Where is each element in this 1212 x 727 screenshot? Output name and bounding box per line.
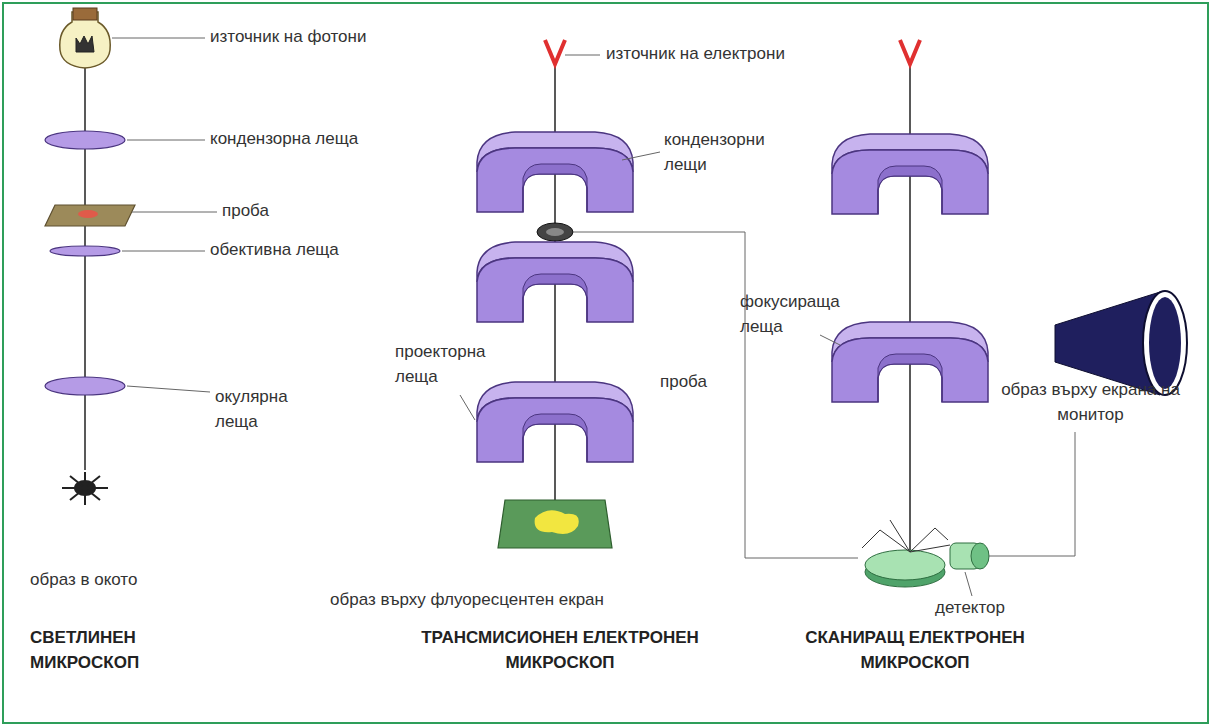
microscope-title: СКАНИРАЩ ЕЛЕКТРОНЕН МИКРОСКОП <box>760 626 1070 675</box>
microscope-title: СВЕТЛИНЕН МИКРОСКОП <box>30 626 180 675</box>
part-label: кондензорни лещи <box>664 128 774 177</box>
part-label: обективна леща <box>210 238 410 263</box>
part-label: проба <box>222 199 302 224</box>
part-label: окулярна леща <box>215 385 315 434</box>
part-label: детектор <box>935 596 1045 621</box>
part-label: източник на електрони <box>606 42 836 67</box>
part-label: образ в окото <box>30 568 190 593</box>
part-label: проекторна леща <box>395 340 495 389</box>
part-label: образ върху екрана на монитор <box>988 378 1193 427</box>
part-label: фокусираща леща <box>740 290 860 339</box>
microscope-title: ТРАНСМИСИОНЕН ЕЛЕКТРОНЕН МИКРОСКОП <box>400 626 720 675</box>
part-label: проба <box>660 370 730 395</box>
part-label: кондензорна леща <box>210 127 410 152</box>
part-label: образ върху флуоресцентен екран <box>330 588 630 613</box>
part-label: източник на фотони <box>210 25 420 50</box>
